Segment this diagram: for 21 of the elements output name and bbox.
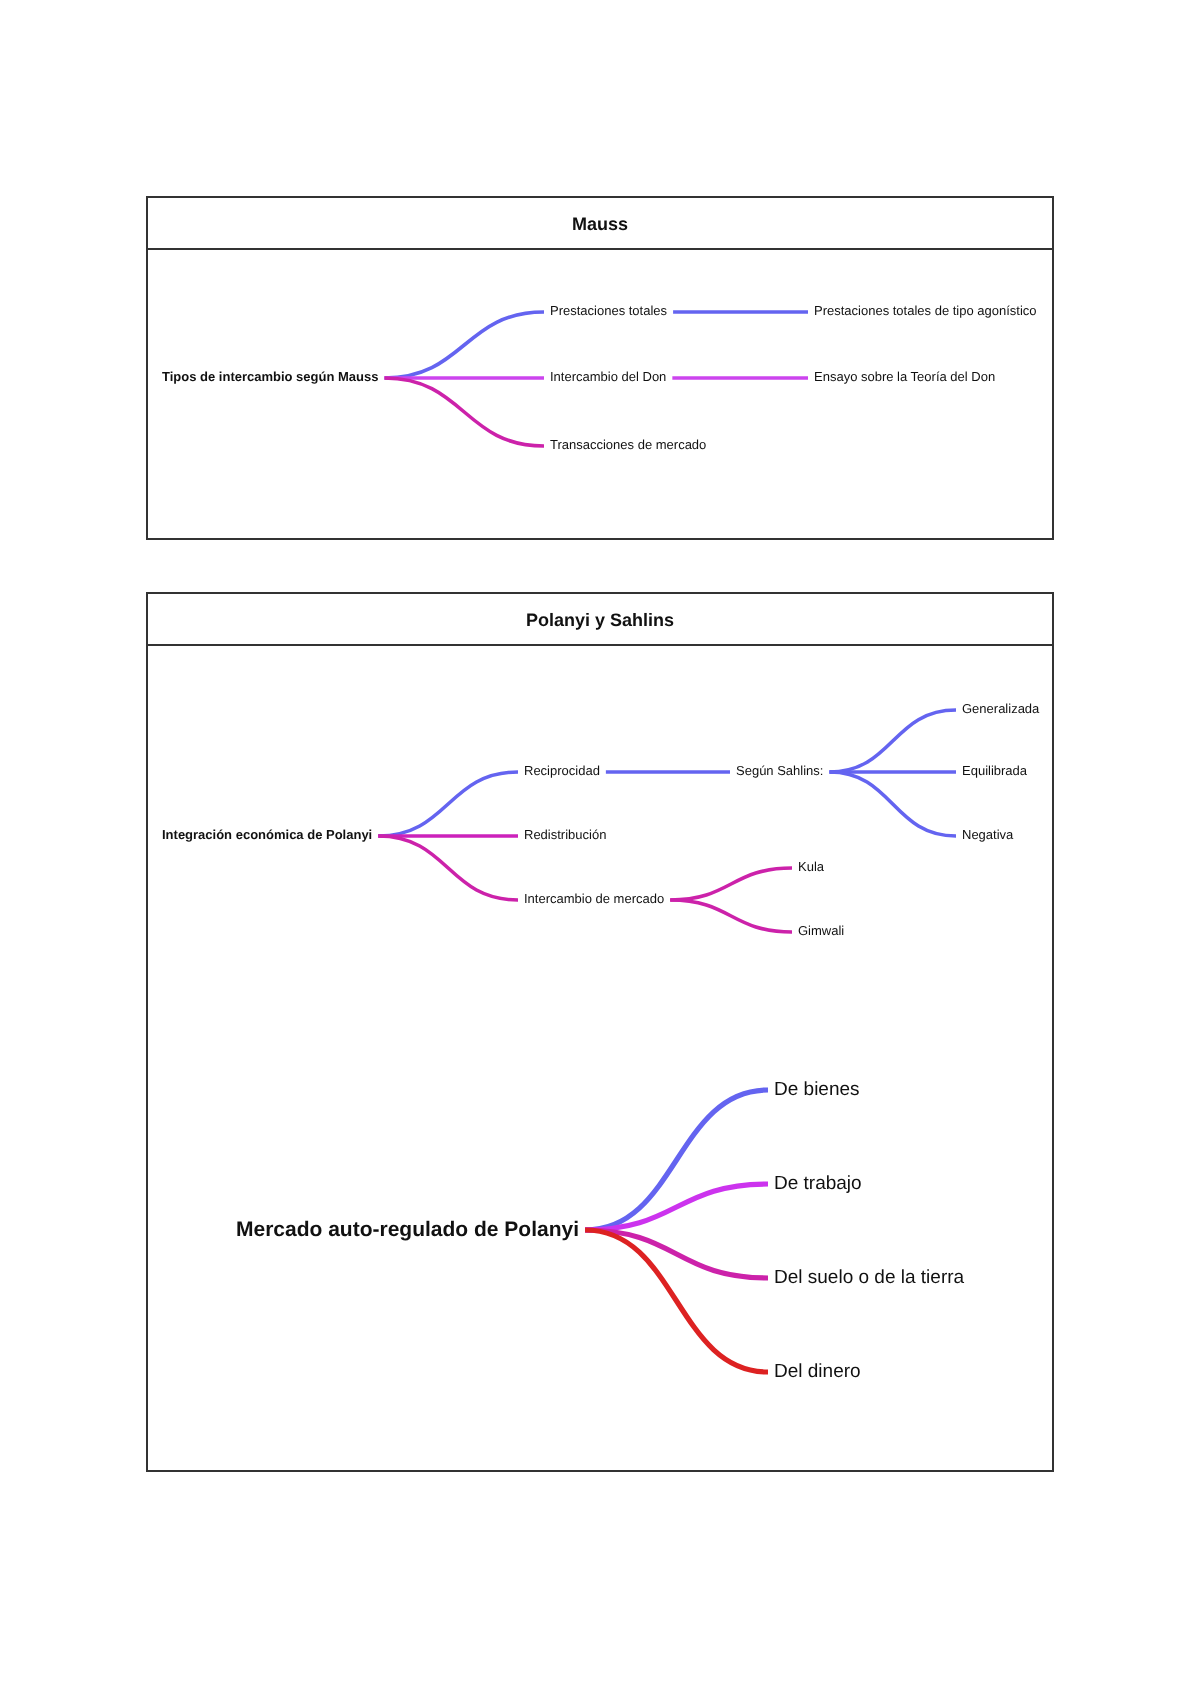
- central-topic: Mercado auto-regulado de Polanyi: [230, 1218, 586, 1242]
- branch-connector: [672, 376, 808, 380]
- branch-connector: [584, 1181, 769, 1233]
- branch-connector: [584, 1227, 769, 1281]
- branch-connector: [384, 376, 545, 448]
- panel-title: Mauss: [571, 213, 628, 233]
- branch-topic: Del dinero: [768, 1361, 867, 1383]
- branch-connector: [829, 770, 957, 838]
- branch-connector: [605, 770, 730, 774]
- branch-topic: De bienes: [768, 1079, 866, 1101]
- branch-connector: [378, 834, 518, 838]
- branch-connector: [670, 898, 793, 934]
- branch-connector: [584, 1227, 769, 1375]
- branch-connector: [829, 770, 956, 774]
- branch-topic: Del suelo o de la tierra: [768, 1267, 971, 1289]
- branch-connector: [673, 310, 808, 314]
- panel-title: Polanyi y Sahlins: [525, 609, 675, 629]
- branch-connector: [378, 834, 519, 902]
- panel: [146, 196, 1054, 540]
- panel: [146, 592, 1054, 1472]
- branch-topic: De trabajo: [768, 1173, 868, 1195]
